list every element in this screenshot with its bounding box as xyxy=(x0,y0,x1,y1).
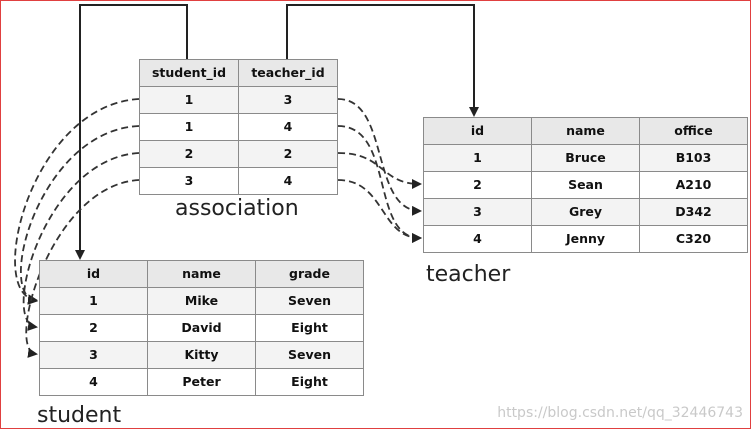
table-cell: 2 xyxy=(423,171,532,199)
assoc-row1-to-student1 xyxy=(14,98,140,305)
table-row: 3 Grey D342 xyxy=(423,198,748,226)
table-cell: 4 xyxy=(39,368,148,396)
table-row: 1 3 xyxy=(139,86,338,114)
association-header-row: student_id teacher_id xyxy=(139,59,338,87)
table-row: 3 Kitty Seven xyxy=(39,341,364,369)
table-cell: Seven xyxy=(255,341,364,369)
table-row: 1 Mike Seven xyxy=(39,287,364,315)
assoc-row1-to-teacher3 xyxy=(337,98,422,216)
header-cell: id xyxy=(39,260,148,288)
table-cell: Peter xyxy=(147,368,256,396)
assoc-row3-to-teacher2 xyxy=(337,152,422,189)
table-cell: 3 xyxy=(238,86,338,114)
table-cell: Sean xyxy=(531,171,640,199)
table-cell: Grey xyxy=(531,198,640,226)
table-cell: 1 xyxy=(423,144,532,172)
table-cell: Eight xyxy=(255,368,364,396)
association-caption: association xyxy=(175,196,299,221)
assoc-row4-to-teacher4 xyxy=(337,179,422,243)
table-cell: 1 xyxy=(39,287,148,315)
table-cell: 2 xyxy=(238,140,338,168)
table-cell: 1 xyxy=(139,86,239,114)
teacher-link-line xyxy=(286,4,479,117)
table-cell: David xyxy=(147,314,256,342)
student-table: id name grade 1 Mike Seven 2 David Eight… xyxy=(39,260,364,396)
table-cell: 1 xyxy=(139,113,239,141)
student-link-line xyxy=(75,4,188,260)
table-row: 2 2 xyxy=(139,140,338,168)
table-cell: 4 xyxy=(423,225,532,253)
table-cell: Eight xyxy=(255,314,364,342)
table-cell: 4 xyxy=(238,167,338,195)
header-cell: teacher_id xyxy=(238,59,338,87)
teacher-header-row: id name office xyxy=(423,117,748,145)
header-cell: name xyxy=(531,117,640,145)
assoc-row3-to-student2 xyxy=(22,152,140,331)
teacher-table: id name office 1 Bruce B103 2 Sean A210 … xyxy=(423,117,748,253)
student-caption: student xyxy=(37,403,122,428)
association-table: student_id teacher_id 1 3 1 4 2 2 3 4 xyxy=(139,59,338,195)
table-cell: Mike xyxy=(147,287,256,315)
table-cell: Jenny xyxy=(531,225,640,253)
header-cell: grade xyxy=(255,260,364,288)
table-row: 4 Peter Eight xyxy=(39,368,364,396)
teacher-caption: teacher xyxy=(426,262,511,287)
table-row: 4 Jenny C320 xyxy=(423,225,748,253)
table-row: 1 Bruce B103 xyxy=(423,144,748,172)
table-cell: A210 xyxy=(639,171,748,199)
table-cell: 3 xyxy=(139,167,239,195)
table-cell: 2 xyxy=(139,140,239,168)
header-cell: student_id xyxy=(139,59,239,87)
assoc-row2-to-teacher4 xyxy=(337,125,422,243)
student-header-row: id name grade xyxy=(39,260,364,288)
table-cell: 3 xyxy=(39,341,148,369)
header-cell: name xyxy=(147,260,256,288)
table-cell: B103 xyxy=(639,144,748,172)
header-cell: id xyxy=(423,117,532,145)
watermark: https://blog.csdn.net/qq_32446743 xyxy=(497,405,743,421)
table-row: 2 Sean A210 xyxy=(423,171,748,199)
header-cell: office xyxy=(639,117,748,145)
table-cell: 2 xyxy=(39,314,148,342)
table-row: 2 David Eight xyxy=(39,314,364,342)
table-cell: Seven xyxy=(255,287,364,315)
table-cell: Bruce xyxy=(531,144,640,172)
table-cell: 3 xyxy=(423,198,532,226)
table-row: 3 4 xyxy=(139,167,338,195)
table-cell: D342 xyxy=(639,198,748,226)
table-cell: Kitty xyxy=(147,341,256,369)
table-row: 1 4 xyxy=(139,113,338,141)
table-cell: C320 xyxy=(639,225,748,253)
table-cell: 4 xyxy=(238,113,338,141)
